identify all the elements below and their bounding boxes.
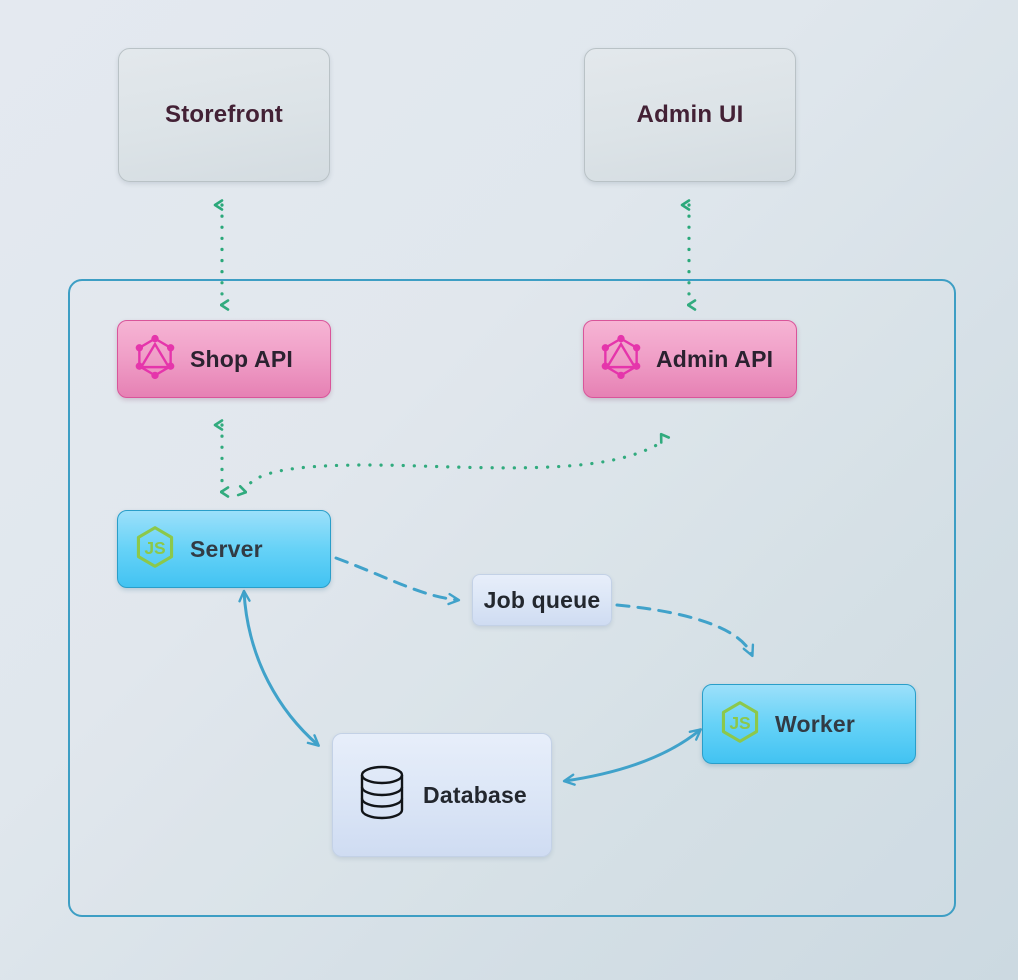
- nodejs-icon: JS: [132, 524, 178, 575]
- node-admin-api[interactable]: Admin API: [583, 320, 797, 398]
- node-storefront[interactable]: Storefront: [118, 48, 330, 182]
- svg-text:JS: JS: [729, 712, 750, 732]
- node-job-queue[interactable]: Job queue: [472, 574, 612, 626]
- vendure-server-boundary: [68, 279, 956, 917]
- node-shop-api-label: Shop API: [190, 345, 293, 372]
- node-admin-ui[interactable]: Admin UI: [584, 48, 796, 182]
- node-admin-api-label: Admin API: [656, 345, 774, 372]
- graphql-icon: [598, 334, 644, 385]
- graphql-icon: [132, 334, 178, 385]
- database-icon: [357, 764, 407, 827]
- node-admin-ui-label: Admin UI: [636, 101, 744, 128]
- node-worker-label: Worker: [775, 710, 856, 737]
- node-shop-api[interactable]: Shop API: [117, 320, 331, 398]
- node-worker[interactable]: JS Worker: [702, 684, 916, 764]
- node-job-queue-label: Job queue: [483, 586, 601, 613]
- svg-text:JS: JS: [144, 537, 165, 557]
- node-server-label: Server: [190, 535, 263, 562]
- node-database[interactable]: Database: [332, 733, 552, 857]
- node-server[interactable]: JS Server: [117, 510, 331, 588]
- node-database-label: Database: [423, 781, 527, 808]
- nodejs-icon: JS: [717, 699, 763, 750]
- node-storefront-label: Storefront: [165, 101, 283, 128]
